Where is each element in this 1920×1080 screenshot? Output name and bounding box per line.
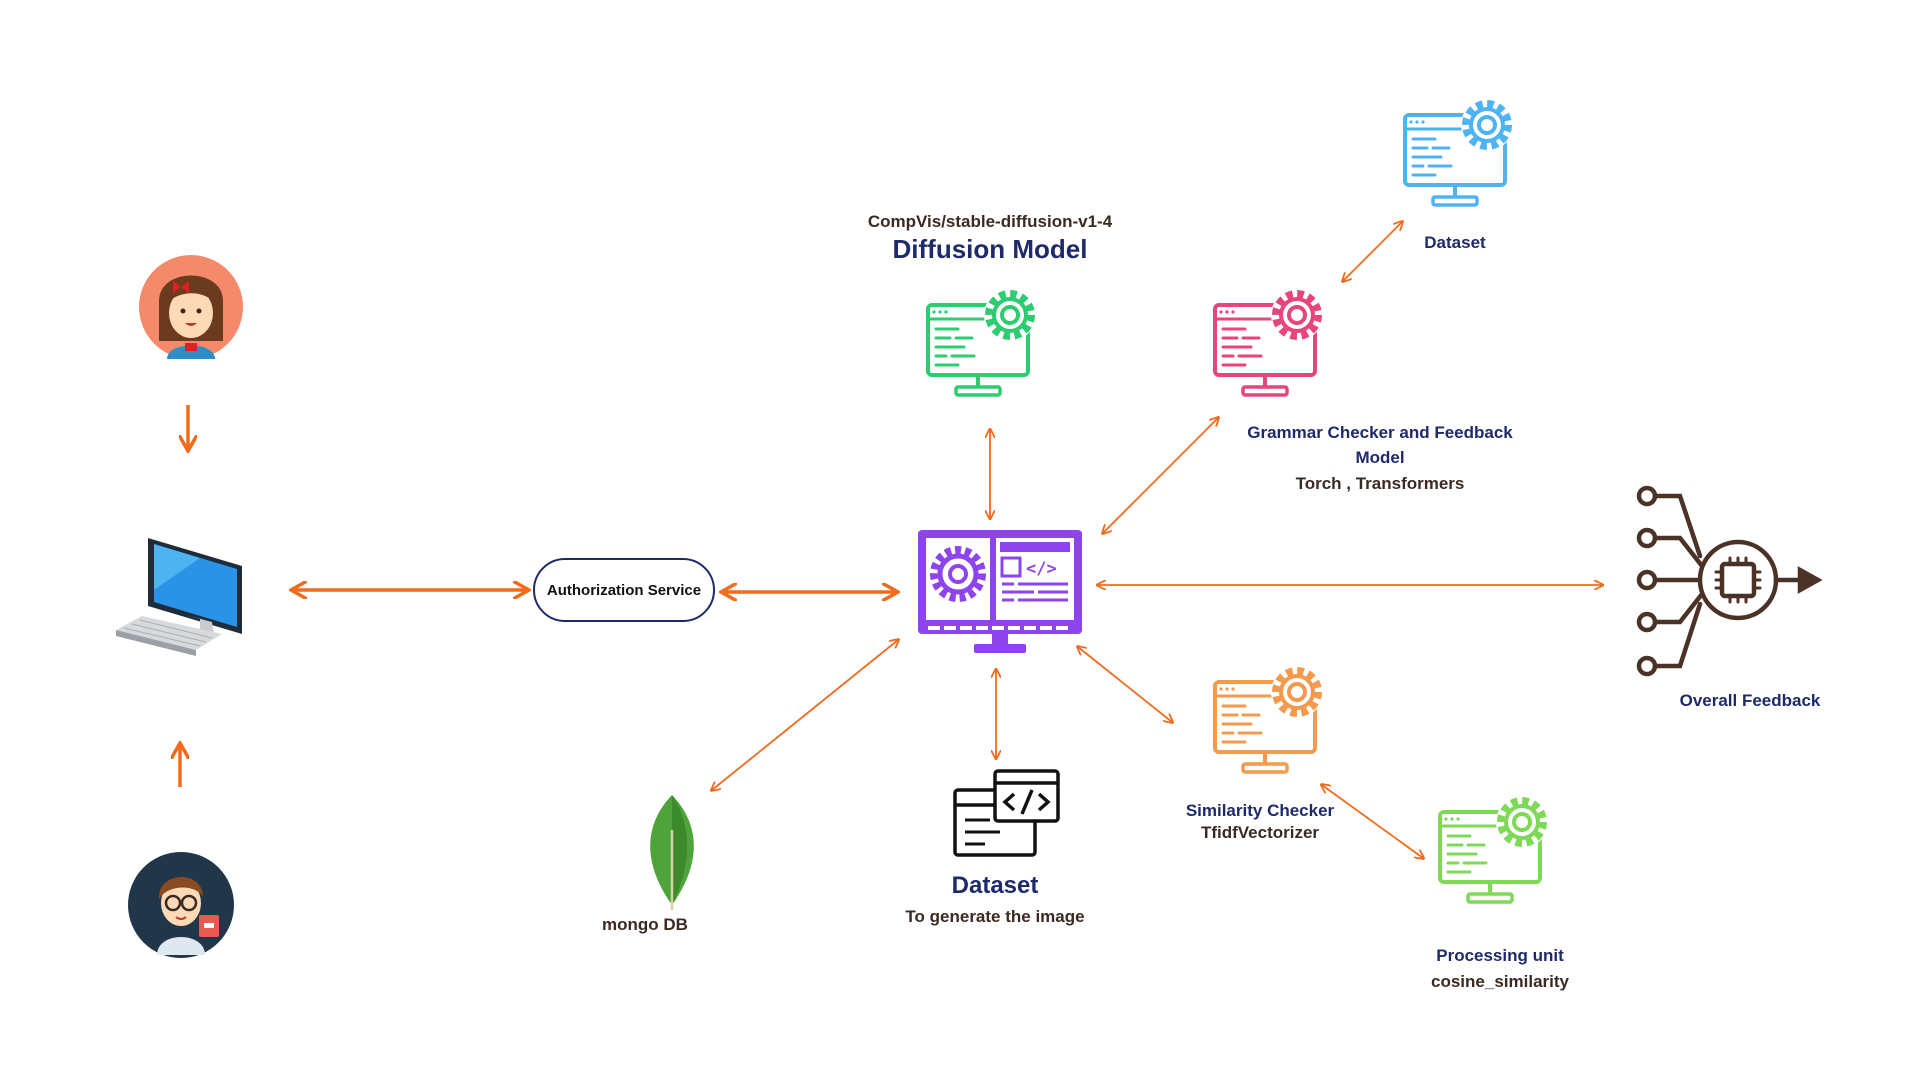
similarity-checker-line1: Similarity Checker <box>1185 801 1335 820</box>
diffusion-model-gear-monitor-icon <box>928 289 1036 395</box>
student-boy-avatar <box>128 852 234 958</box>
authorization-service-pill: Authorization Service <box>533 558 715 622</box>
server-mongodb-arrow <box>712 640 898 790</box>
image-dataset-title: Dataset <box>951 872 1039 899</box>
similarity-checker-gear-monitor-icon <box>1215 666 1323 772</box>
processing-unit-line1: Processing unit <box>1436 946 1564 965</box>
dataset-gear-monitor-icon <box>1405 99 1513 205</box>
image-dataset-subtitle: To generate the image <box>905 907 1085 926</box>
desktop-computer-icon <box>116 538 242 656</box>
grammar-checker-line3: Torch , Transformers <box>1295 474 1465 493</box>
grammar-checker-gear-monitor-icon <box>1215 289 1323 395</box>
similarity-checker-line2: TfidfVectorizer <box>1200 823 1320 842</box>
grammar-dataset-label: Dataset <box>1424 233 1486 252</box>
similarity-processing-arrow <box>1322 785 1423 858</box>
code-monitor-icon: </> <box>918 530 1082 653</box>
diffusion-model-title: Diffusion Model <box>892 234 1088 264</box>
server-grammar-arrow <box>1103 418 1218 533</box>
processing-unit-line2: cosine_similarity <box>1431 972 1569 991</box>
mongodb-leaf-icon <box>650 795 694 910</box>
svg-text:</>: </> <box>1026 559 1057 579</box>
ai-chip-icon <box>1636 485 1823 677</box>
grammar-checker-line1: Grammar Checker and Feedback <box>1247 423 1513 442</box>
mongodb-label: mongo DB <box>602 915 688 934</box>
grammar-dataset-arrow <box>1343 222 1402 281</box>
overall-feedback-label: Overall Feedback <box>1679 691 1821 710</box>
server-similarity-arrow <box>1078 647 1172 722</box>
processing-unit-gear-monitor-icon <box>1440 796 1548 902</box>
student-girl-avatar <box>139 255 243 359</box>
code-window-icon <box>953 769 1060 857</box>
diffusion-model-subtitle: CompVis/stable-diffusion-v1-4 <box>867 212 1113 231</box>
grammar-checker-line2: Model <box>1355 448 1405 467</box>
